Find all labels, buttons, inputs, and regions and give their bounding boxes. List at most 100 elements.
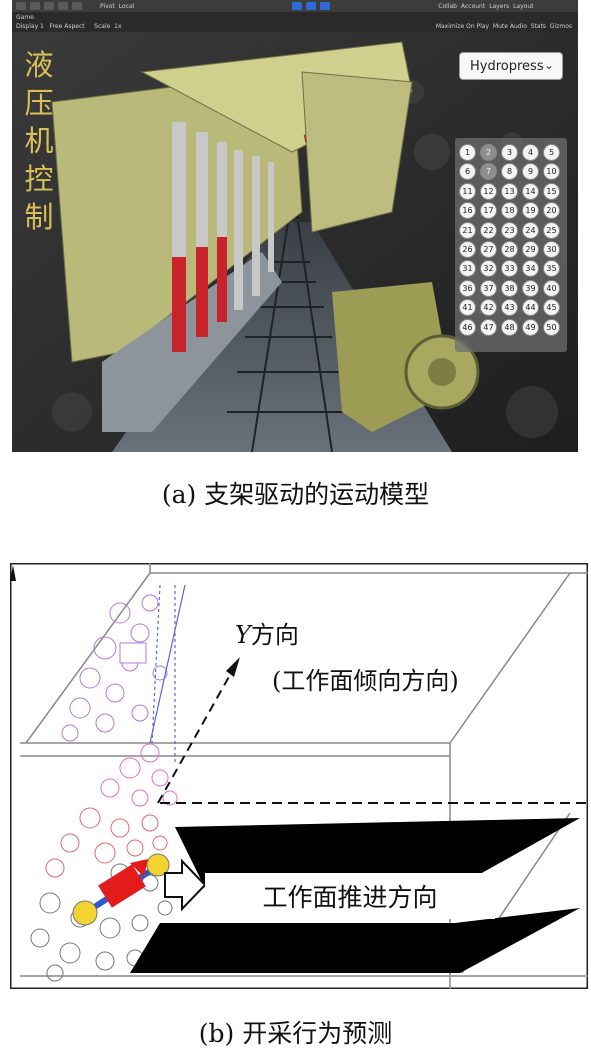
y-direction-arrowhead (226, 657, 240, 677)
support-button[interactable]: 6 (459, 163, 476, 181)
rect-tool-button[interactable] (72, 2, 82, 10)
support-button[interactable]: 27 (480, 240, 497, 258)
game-tab[interactable]: Game (16, 14, 34, 21)
support-button[interactable]: 2 (480, 144, 497, 161)
support-button[interactable]: 38 (501, 279, 518, 297)
caption-a: (a) 支架驱动的运动模型 (161, 480, 430, 509)
support-button[interactable]: 26 (459, 240, 476, 258)
support-button[interactable]: 42 (480, 299, 497, 317)
maximize-on-play-toggle[interactable]: Maximize On Play (435, 23, 490, 30)
game-view-bar: Game Display 1 Free Aspect Scale 1x Maxi… (12, 12, 578, 33)
support-button[interactable]: 36 (459, 279, 476, 297)
side-title-char: 机 (24, 124, 54, 158)
advance-arrow-icon (164, 858, 207, 912)
support-button[interactable]: 5 (543, 144, 560, 161)
y-direction-label: Y方向 (235, 615, 299, 650)
support-button[interactable]: 14 (522, 182, 539, 200)
support-button[interactable]: 35 (543, 260, 560, 278)
support-button[interactable]: 49 (522, 318, 539, 336)
caption-b: (b) 开采行为预测 (198, 1019, 393, 1048)
support-button[interactable]: 29 (522, 240, 539, 258)
support-button[interactable]: 24 (522, 221, 539, 239)
support-button[interactable]: 21 (459, 221, 476, 239)
support-button[interactable]: 39 (522, 279, 539, 297)
game-view-panel: Pivot Local Collab Account Layers Layout… (12, 0, 578, 452)
support-button[interactable]: 48 (501, 318, 518, 336)
support-button[interactable]: 18 (501, 202, 518, 220)
support-button[interactable]: 40 (543, 279, 560, 297)
support-button[interactable]: 31 (459, 260, 476, 278)
pause-button[interactable] (306, 2, 317, 10)
support-button[interactable]: 11 (459, 182, 476, 200)
rotate-tool-button[interactable] (44, 2, 54, 10)
support-button[interactable]: 10 (543, 163, 560, 181)
local-toggle[interactable]: Local (118, 2, 135, 10)
mining-prediction-diagram (10, 563, 588, 989)
support-button[interactable]: 45 (543, 299, 560, 317)
move-tool-button[interactable] (30, 2, 40, 10)
support-button[interactable]: 41 (459, 299, 476, 317)
scale-value[interactable]: 1x (114, 23, 122, 30)
corner-mark (10, 565, 16, 581)
support-button[interactable]: 50 (543, 318, 560, 336)
support-button[interactable]: 34 (522, 260, 539, 278)
display-dropdown[interactable]: Display 1 (16, 23, 44, 30)
support-button[interactable]: 7 (480, 163, 497, 181)
y-direction-arrow-line (157, 665, 236, 804)
support-button[interactable]: 1 (459, 144, 476, 161)
gizmos-dropdown[interactable]: Gizmos (549, 23, 572, 30)
support-button[interactable]: 4 (522, 144, 539, 161)
editor-toolbar: Pivot Local Collab Account Layers Layout (12, 0, 578, 12)
support-button[interactable]: 9 (522, 163, 539, 181)
account-button[interactable]: Account (460, 2, 486, 10)
support-button[interactable]: 30 (543, 240, 560, 258)
support-button[interactable]: 44 (522, 299, 539, 317)
layout-dropdown[interactable]: Layout (513, 2, 534, 10)
mode-dropdown[interactable]: Hydropress ⌄ (459, 52, 563, 80)
hand-tool-button[interactable] (16, 2, 26, 10)
pivot-toggle[interactable]: Pivot (100, 2, 115, 10)
step-button[interactable] (320, 2, 331, 10)
layers-dropdown[interactable]: Layers (489, 2, 510, 10)
support-button[interactable]: 3 (501, 144, 518, 161)
mute-audio-toggle[interactable]: Mute Audio (492, 23, 527, 30)
side-title-char: 液 (24, 48, 54, 82)
stats-toggle[interactable]: Stats (530, 23, 547, 30)
hydraulic-legs (172, 122, 274, 352)
side-title-char: 压 (24, 86, 54, 120)
support-button[interactable]: 43 (501, 299, 518, 317)
coal-face-block-bottom (130, 908, 580, 973)
support-button[interactable]: 33 (501, 260, 518, 278)
hydraulic-support-right (301, 71, 413, 233)
y-axis-var: Y (235, 621, 251, 649)
support-button[interactable]: 28 (501, 240, 518, 258)
coal-seam-box (20, 563, 588, 989)
support-button[interactable]: 12 (480, 182, 497, 200)
coal-face-block-top (175, 818, 580, 888)
3d-scene-viewport[interactable] (12, 32, 578, 452)
support-button[interactable]: 17 (480, 202, 497, 220)
goaf-boundary-lines (149, 584, 186, 763)
support-button[interactable]: 13 (501, 182, 518, 200)
support-button[interactable]: 25 (543, 221, 560, 239)
support-button[interactable]: 46 (459, 318, 476, 336)
support-button[interactable]: 23 (501, 221, 518, 239)
support-button[interactable]: 32 (480, 260, 497, 278)
support-button[interactable]: 37 (480, 279, 497, 297)
mode-dropdown-value: Hydropress (470, 58, 544, 74)
support-button[interactable]: 22 (480, 221, 497, 239)
support-button[interactable]: 8 (501, 163, 518, 181)
play-button[interactable] (292, 2, 303, 10)
side-title: 液 压 机 控 制 (22, 46, 56, 236)
aspect-dropdown[interactable]: Free Aspect (49, 23, 85, 30)
support-button[interactable]: 47 (480, 318, 497, 336)
collab-button[interactable]: Collab (438, 2, 457, 10)
support-button[interactable]: 20 (543, 202, 560, 220)
support-button[interactable]: 19 (522, 202, 539, 220)
support-button[interactable]: 15 (543, 182, 560, 200)
chevron-down-icon: ⌄ (543, 58, 554, 72)
scale-tool-button[interactable] (58, 2, 68, 10)
support-button[interactable]: 16 (459, 202, 476, 220)
side-title-char: 制 (24, 200, 54, 234)
